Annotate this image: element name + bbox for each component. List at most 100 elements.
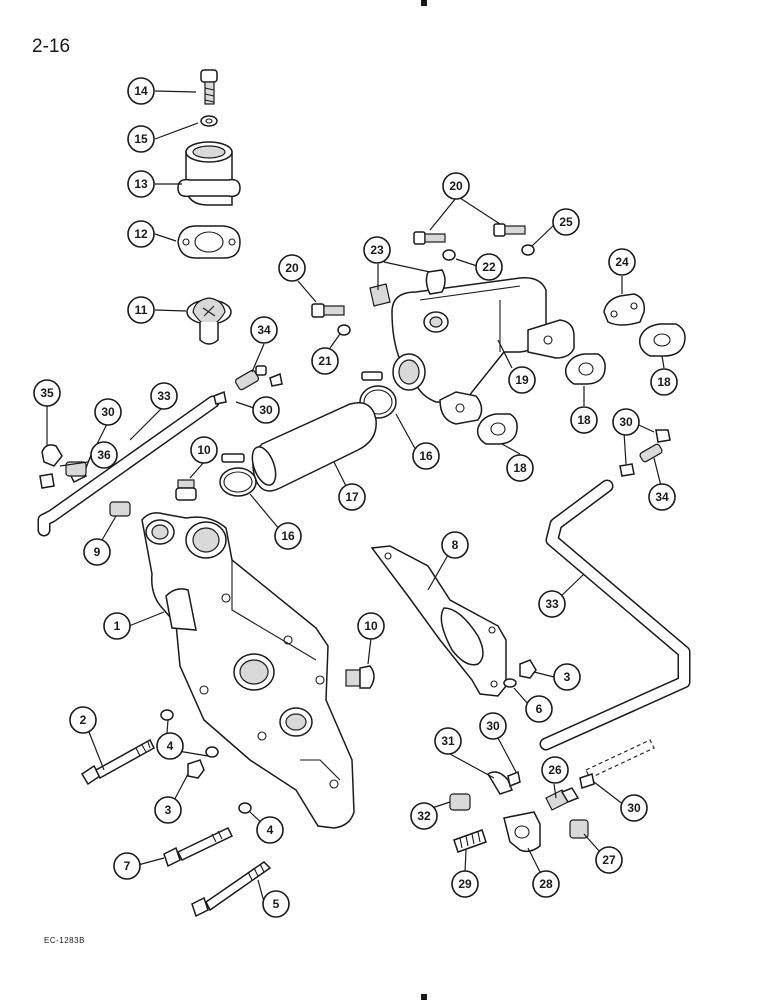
callout-4-lower: 4 <box>256 816 284 844</box>
svg-text:16: 16 <box>281 529 295 543</box>
fittings-30-34-right-drawing <box>619 429 671 477</box>
fittings-31-32-29-28-drawing <box>449 770 541 853</box>
callout-9: 9 <box>83 538 111 566</box>
fittings-35-30-36-drawing <box>39 444 88 489</box>
water-outlet-13-drawing <box>177 141 241 206</box>
svg-text:26: 26 <box>548 763 562 777</box>
svg-text:16: 16 <box>419 449 433 463</box>
svg-text:32: 32 <box>417 809 431 823</box>
svg-text:29: 29 <box>458 877 472 891</box>
svg-text:2: 2 <box>80 713 87 727</box>
callout-22: 22 <box>475 253 503 281</box>
svg-text:18: 18 <box>657 375 671 389</box>
callout-2: 2 <box>69 706 97 734</box>
callout-10-lower: 10 <box>357 612 385 640</box>
svg-text:3: 3 <box>165 803 172 817</box>
plug-10-upper-drawing <box>175 479 197 501</box>
svg-text:4: 4 <box>167 739 174 753</box>
callout-14: 14 <box>127 77 155 105</box>
svg-text:9: 9 <box>94 545 101 559</box>
callout-3-left: 3 <box>154 796 182 824</box>
callout-34-left: 34 <box>250 316 278 344</box>
callout-35: 35 <box>33 379 61 407</box>
callout-27: 27 <box>595 846 623 874</box>
svg-text:33: 33 <box>545 597 559 611</box>
housing-1-drawing <box>141 512 355 829</box>
hose-17-drawing <box>251 402 377 492</box>
callout-19: 19 <box>508 366 536 394</box>
svg-text:14: 14 <box>134 84 148 98</box>
tube-33-right-drawing <box>539 479 691 779</box>
callout-20-top: 20 <box>442 172 470 200</box>
svg-text:5: 5 <box>273 897 280 911</box>
svg-text:4: 4 <box>267 823 274 837</box>
callout-30-far-left: 30 <box>94 398 122 426</box>
svg-text:30: 30 <box>259 403 273 417</box>
bolt-2-drawing <box>80 738 155 786</box>
callout-33-right: 33 <box>538 590 566 618</box>
bolt-5-drawing <box>191 861 272 918</box>
tube-33-left-drawing <box>37 395 220 537</box>
callout-3-right: 3 <box>553 663 581 691</box>
svg-text:7: 7 <box>124 859 131 873</box>
svg-text:28: 28 <box>539 877 553 891</box>
callout-12: 12 <box>127 220 155 248</box>
svg-text:22: 22 <box>482 260 496 274</box>
svg-text:15: 15 <box>134 132 148 146</box>
figure-code: EC-1283B <box>44 936 85 945</box>
svg-text:36: 36 <box>97 448 111 462</box>
svg-text:25: 25 <box>559 215 573 229</box>
gasket-12-drawing <box>177 225 241 259</box>
svg-text:24: 24 <box>615 255 629 269</box>
callout-29: 29 <box>451 870 479 898</box>
callout-7: 7 <box>113 852 141 880</box>
callout-4-upper: 4 <box>156 732 184 760</box>
svg-text:17: 17 <box>345 490 359 504</box>
callout-26: 26 <box>541 756 569 784</box>
svg-text:20: 20 <box>285 261 299 275</box>
callout-leaders <box>46 90 665 903</box>
svg-text:23: 23 <box>370 243 384 257</box>
callout-30-lower-middle: 30 <box>479 712 507 740</box>
svg-text:30: 30 <box>486 719 500 733</box>
clamp-16-lower-drawing <box>219 453 257 497</box>
callout-34-right: 34 <box>648 483 676 511</box>
lock-washers-4-nut-3-drawing <box>160 709 252 814</box>
svg-text:31: 31 <box>441 734 455 748</box>
callout-18-lower: 18 <box>506 454 534 482</box>
manifold-19-drawing <box>391 277 575 425</box>
callout-16-upper: 16 <box>412 442 440 470</box>
fittings-34-30-left-drawing <box>213 365 283 405</box>
svg-text:8: 8 <box>452 538 459 552</box>
callout-18-middle: 18 <box>570 406 598 434</box>
callout-10-upper: 10 <box>190 436 218 464</box>
svg-text:33: 33 <box>157 389 171 403</box>
svg-text:10: 10 <box>197 443 211 457</box>
thermostat-11-drawing <box>186 297 232 345</box>
callout-24: 24 <box>608 248 636 276</box>
callout-30-right: 30 <box>612 408 640 436</box>
svg-text:21: 21 <box>318 354 332 368</box>
callout-5: 5 <box>262 890 290 918</box>
plug-10-lower-drawing <box>345 665 375 689</box>
lock-washer-15-drawing <box>200 115 218 127</box>
svg-text:19: 19 <box>515 373 529 387</box>
svg-text:30: 30 <box>627 801 641 815</box>
page-mark-bottom <box>421 994 427 1000</box>
svg-text:1: 1 <box>114 619 121 633</box>
callout-21: 21 <box>311 347 339 375</box>
callout-20-left: 20 <box>278 254 306 282</box>
gaskets-18-24-drawing <box>476 293 686 445</box>
callout-33-left: 33 <box>150 382 178 410</box>
plugs-23-drawing <box>369 269 446 307</box>
nut-washer-3-6-right-drawing <box>503 659 537 688</box>
svg-text:10: 10 <box>364 619 378 633</box>
callout-18-right: 18 <box>650 368 678 396</box>
fittings-26-27-30-drawing <box>545 773 595 839</box>
bolt-20-pair-drawing <box>413 223 535 261</box>
svg-text:20: 20 <box>449 179 463 193</box>
svg-text:34: 34 <box>655 490 669 504</box>
callout-13: 13 <box>127 170 155 198</box>
callout-31: 31 <box>434 727 462 755</box>
